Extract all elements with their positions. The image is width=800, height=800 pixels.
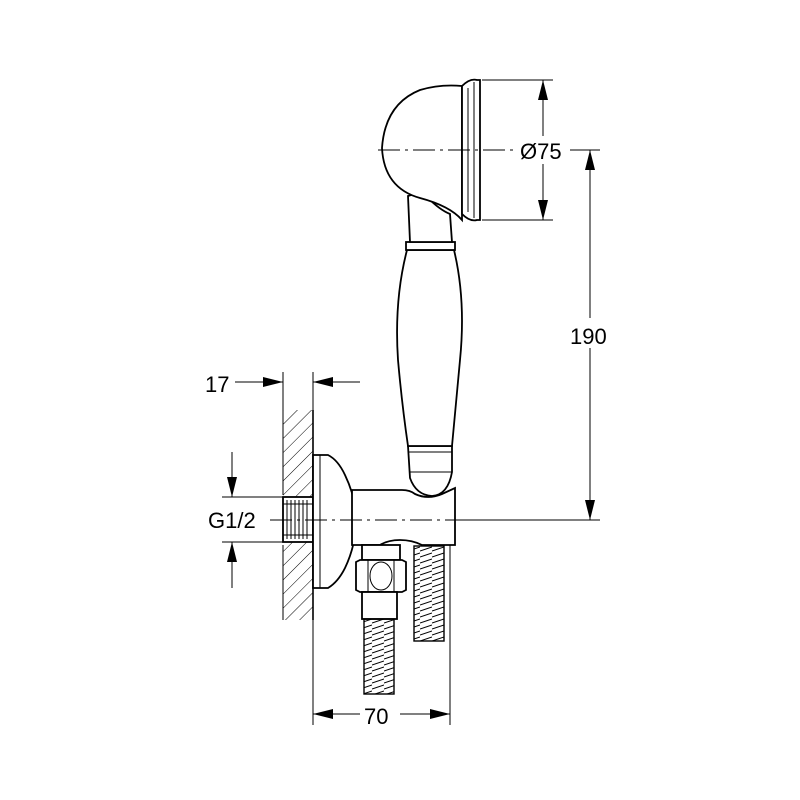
holder-body — [351, 486, 456, 546]
connector-top — [361, 544, 401, 561]
hose-front — [363, 618, 395, 695]
dimension-total-height: 190 — [460, 149, 612, 521]
shower-head — [381, 78, 481, 223]
wall-flange — [312, 454, 357, 589]
dimension-head-diameter: Ø75 — [482, 79, 570, 221]
hand-shower-handle — [396, 193, 463, 497]
connector-nut-face — [369, 561, 393, 591]
projection-label: 70 — [364, 704, 388, 729]
connector-ferrule — [361, 591, 398, 620]
head-rim — [461, 78, 481, 222]
wall-plate-label: 17 — [205, 372, 229, 397]
handle-grip — [396, 249, 463, 447]
connector-nut — [355, 559, 407, 593]
hose-rear-body — [413, 545, 445, 642]
head-dome — [381, 84, 463, 223]
hose-connector — [355, 544, 407, 620]
dimension-wall-plate: 17 — [205, 372, 360, 412]
flange-outline — [312, 454, 357, 589]
dimension-thread: G1/2 — [208, 452, 283, 588]
dimension-projection: 70 — [312, 545, 451, 730]
head-diameter-label: Ø75 — [520, 139, 562, 164]
handle-lower-collar — [407, 445, 453, 497]
thread-label: G1/2 — [208, 508, 256, 533]
hose-front-body — [363, 618, 395, 695]
total-height-label: 190 — [570, 324, 607, 349]
handle-upper-ring — [405, 241, 456, 251]
hose-rear — [413, 545, 445, 642]
elbow-outline — [351, 486, 456, 546]
